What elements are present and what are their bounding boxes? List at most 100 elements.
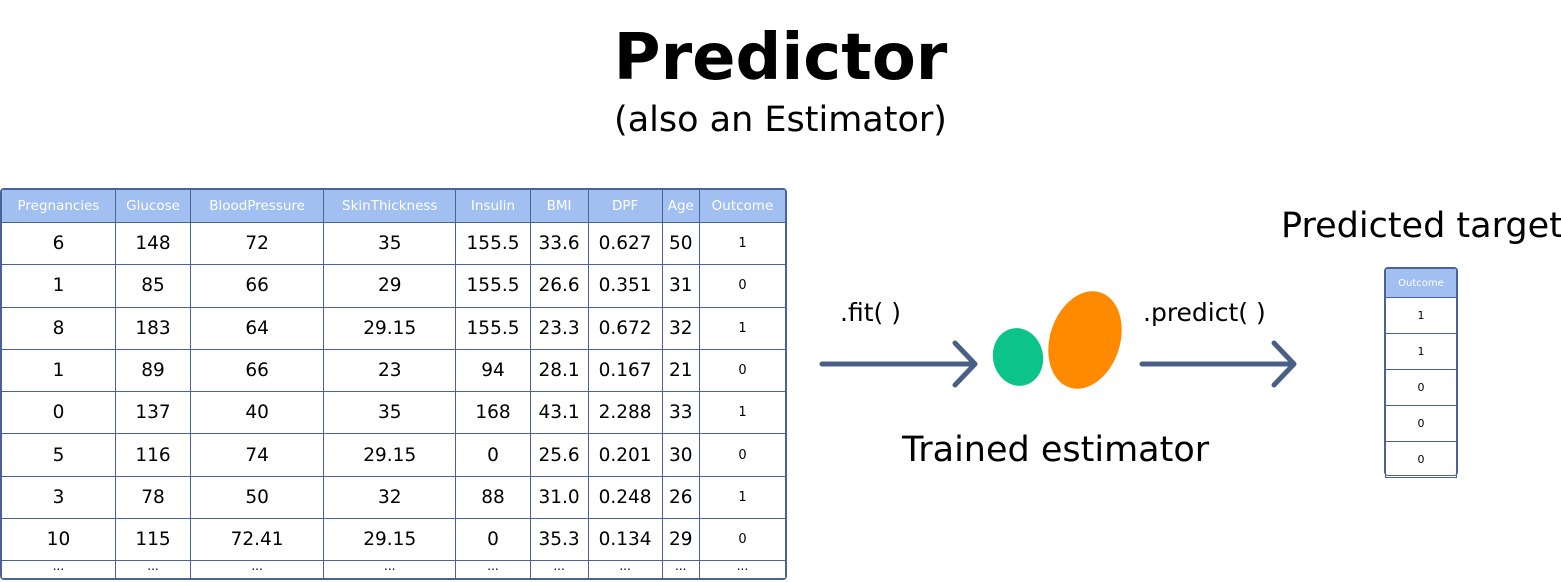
table-cell: 28.1 [529, 348, 589, 393]
table-cell: 0 [455, 433, 531, 477]
column-header: Age [661, 189, 700, 223]
predicted-value-cell: 0 [1385, 405, 1457, 442]
predicted-value-cell: 0 [1385, 441, 1457, 478]
fit-method-label: .fit( ) [840, 298, 901, 327]
table-cell: 66 [190, 264, 325, 308]
column-header: Pregnancies [1, 189, 116, 223]
predicted-value-cell: 1 [1385, 333, 1457, 370]
column-header: SkinThickness [323, 189, 457, 223]
predicted-value-cell: 1 [1385, 297, 1457, 334]
table-cell: 1 [698, 306, 787, 350]
table-cell: 78 [114, 475, 192, 520]
table-cell: 29.15 [323, 306, 457, 350]
predicted-outcome-header: Outcome [1385, 268, 1457, 298]
table-cell: 5 [1, 433, 116, 477]
column-header: Insulin [455, 189, 531, 223]
estimator-green-shape [992, 328, 1044, 386]
table-cell: 155.5 [455, 221, 531, 266]
table-cell: 1 [1, 264, 116, 308]
table-cell: 26.6 [529, 264, 589, 308]
table-cell: 64 [190, 306, 325, 350]
ellipsis-cell: ... [587, 560, 663, 579]
table-cell: 148 [114, 221, 192, 266]
table-cell: 25.6 [529, 433, 589, 477]
table-cell: 40 [190, 391, 325, 435]
table-cell: 88 [455, 475, 531, 520]
table-cell: 32 [661, 306, 700, 350]
column-header: Glucose [114, 189, 192, 223]
table-cell: 10 [1, 518, 116, 562]
ellipsis-cell: ... [698, 560, 787, 579]
table-cell: 35.3 [529, 518, 589, 562]
column-header: BMI [529, 189, 589, 223]
table-cell: 1 [1, 348, 116, 393]
table-cell: 0.201 [587, 433, 663, 477]
table-cell: 33 [661, 391, 700, 435]
table-cell: 35 [323, 391, 457, 435]
ellipsis-cell: ... [323, 560, 457, 579]
table-cell: 50 [661, 221, 700, 266]
table-cell: 0 [698, 348, 787, 393]
table-cell: 183 [114, 306, 192, 350]
table-cell: 23 [323, 348, 457, 393]
table-cell: 33.6 [529, 221, 589, 266]
table-cell: 1 [698, 475, 787, 520]
ellipsis-cell: ... [114, 560, 192, 579]
table-cell: 0.248 [587, 475, 663, 520]
predicted-row: 0 [1385, 369, 1457, 406]
page-subtitle: (also an Estimator) [614, 100, 947, 140]
predict-method-label: .predict( ) [1143, 298, 1266, 327]
table-cell: 0 [455, 518, 531, 562]
ellipsis-cell: ... [190, 560, 325, 579]
predicted-row: 0 [1385, 405, 1457, 442]
column-header: BloodPressure [190, 189, 325, 223]
table-cell: 155.5 [455, 264, 531, 308]
predict-arrow [1139, 340, 1297, 388]
table-cell: 72 [190, 221, 325, 266]
table-cell: 21 [661, 348, 700, 393]
table-cell: 66 [190, 348, 325, 393]
trained-estimator-label: Trained estimator [902, 430, 1210, 470]
table-cell: 0 [698, 433, 787, 477]
predicted-row: 0 [1385, 441, 1457, 478]
predicted-target-title: Predicted target [1281, 206, 1561, 246]
table-cell: 29.15 [323, 518, 457, 562]
table-cell: 0.167 [587, 348, 663, 393]
table-cell: 23.3 [529, 306, 589, 350]
column-header: DPF [587, 189, 663, 223]
ellipsis-cell: ... [455, 560, 531, 579]
estimator-orange-shape [1048, 291, 1122, 389]
table-row-ellipsis: ........................... [1, 560, 787, 579]
table-cell: 115 [114, 518, 192, 562]
column-header: Outcome [698, 189, 787, 223]
table-cell: 89 [114, 348, 192, 393]
table-cell: 1 [698, 391, 787, 435]
page-title: Predictor [613, 21, 948, 95]
table-cell: 32 [323, 475, 457, 520]
fit-arrow [819, 340, 978, 388]
predicted-row: 1 [1385, 333, 1457, 370]
table-cell: 85 [114, 264, 192, 308]
table-cell: 0.672 [587, 306, 663, 350]
table-cell: 2.288 [587, 391, 663, 435]
table-cell: 43.1 [529, 391, 589, 435]
table-cell: 72.41 [190, 518, 325, 562]
predicted-row: 1 [1385, 297, 1457, 334]
predicted-value-cell: 0 [1385, 369, 1457, 406]
table-cell: 0.351 [587, 264, 663, 308]
table-cell: 0.134 [587, 518, 663, 562]
ellipsis-cell: ... [661, 560, 700, 579]
table-cell: 29 [661, 518, 700, 562]
table-cell: 0 [698, 518, 787, 562]
